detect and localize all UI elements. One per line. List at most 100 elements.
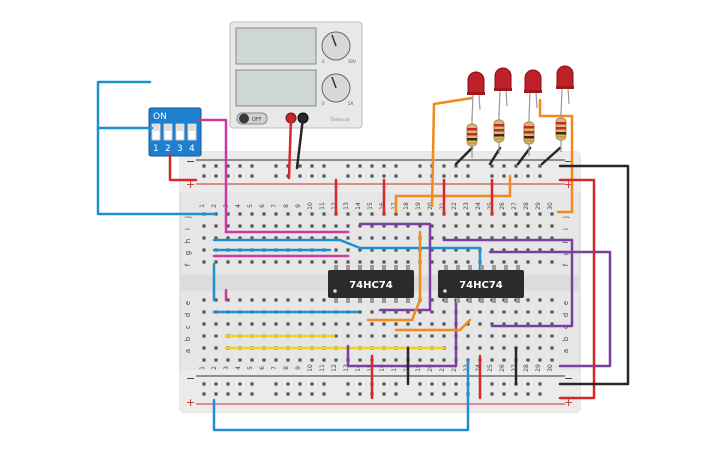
- voltage-max-mark: 30V: [348, 59, 356, 64]
- column-number-bottom: 29: [535, 364, 542, 372]
- wire-blue-dip-to-board[interactable]: [96, 126, 217, 216]
- row-letter-left: f: [184, 263, 192, 266]
- wire-black-led4[interactable]: [540, 146, 562, 166]
- row-letter-left: c: [184, 325, 192, 329]
- column-number-top: 10: [307, 202, 314, 210]
- chip-pin: [394, 265, 398, 271]
- chip-pin: [504, 265, 508, 271]
- voltage-display: [235, 27, 317, 65]
- resistor-2[interactable]: [493, 114, 505, 154]
- column-number-bottom: 13: [343, 364, 350, 372]
- dip-switch-number-1: 1: [153, 144, 159, 154]
- chip-pin: [346, 265, 350, 271]
- power-supply[interactable]: 0 30V 0 5A OFF Tinkercad: [229, 21, 363, 129]
- column-number-top: 26: [499, 202, 506, 210]
- chip-pin: [334, 265, 338, 271]
- chip-pin: [382, 297, 386, 303]
- led-2[interactable]: [494, 67, 512, 117]
- column-number-bottom: 16: [379, 364, 386, 372]
- column-number-top: 13: [343, 202, 350, 210]
- rail-plus-label-bottom-right: +: [564, 396, 573, 409]
- column-number-bottom: 20: [427, 364, 434, 372]
- column-number-top: 12: [331, 202, 338, 210]
- column-number-bottom: 30: [547, 364, 554, 372]
- chip-pin: [492, 297, 496, 303]
- wire-orange-lower[interactable]: [394, 318, 472, 332]
- wire-black-led1[interactable]: [454, 146, 474, 166]
- wire-purple-right-far[interactable]: [488, 250, 612, 368]
- ic-chip-2[interactable]: 74HC74: [438, 265, 524, 303]
- wire-supply-positive[interactable]: [287, 116, 293, 180]
- led-4[interactable]: [556, 65, 574, 115]
- chip-pin: [468, 297, 472, 303]
- column-number-bottom: 8: [283, 366, 290, 370]
- dip-lever[interactable]: [175, 123, 185, 141]
- wire-supply-negative[interactable]: [295, 116, 305, 170]
- column-number-top: 19: [415, 202, 422, 210]
- column-number-bottom: 5: [247, 366, 254, 370]
- chip-pin: [406, 297, 410, 303]
- wire-black-led2[interactable]: [488, 146, 502, 166]
- wire-red-rail-bridge[interactable]: [558, 178, 596, 400]
- wires[interactable]: [96, 80, 630, 432]
- wire-black-rail-bridge[interactable]: [558, 164, 630, 386]
- ic-chip-1[interactable]: 74HC74: [328, 265, 414, 303]
- wire-blue-dip-loop-top[interactable]: [96, 80, 154, 130]
- column-number-bottom: 11: [319, 364, 326, 372]
- column-number-bottom: 10: [307, 364, 314, 372]
- led-3[interactable]: [524, 69, 542, 119]
- resistor-3[interactable]: [523, 116, 535, 156]
- column-number-bottom: 24: [475, 364, 482, 372]
- column-number-bottom: 1: [199, 366, 206, 370]
- chip-pin: [444, 297, 448, 303]
- wire-purple-left[interactable]: [358, 222, 432, 312]
- wire-purple-bottom[interactable]: [346, 298, 458, 368]
- current-min-mark: 0: [322, 101, 325, 106]
- dip-switch[interactable]: ON 1 2 3 4: [148, 107, 202, 157]
- column-number-top: 6: [259, 204, 266, 208]
- chip-pin: [370, 297, 374, 303]
- column-number-bottom: 28: [523, 364, 530, 372]
- wire-magenta-dip[interactable]: [196, 118, 228, 234]
- column-number-bottom: 26: [499, 364, 506, 372]
- chip-pin: [456, 265, 460, 271]
- rail-minus-label-top: −: [186, 155, 195, 168]
- column-number-bottom: 17: [391, 364, 398, 372]
- wire-orange-led4[interactable]: [538, 98, 574, 214]
- column-number-top: 17: [391, 202, 398, 210]
- column-number-top: 14: [355, 202, 362, 210]
- chip-pin: [492, 265, 496, 271]
- dip-lever[interactable]: [151, 123, 161, 141]
- wire-red-dip-to-rail[interactable]: [168, 153, 198, 182]
- wire-blue-bottom-loop[interactable]: [212, 358, 470, 432]
- wire-purple-right-outer[interactable]: [442, 238, 574, 328]
- wire-orange-led1[interactable]: [430, 96, 474, 208]
- chip-pin: [358, 265, 362, 271]
- column-number-bottom: 27: [511, 364, 518, 372]
- chip-pin: [504, 297, 508, 303]
- led-array[interactable]: [466, 65, 574, 158]
- column-number-top: 24: [475, 202, 482, 210]
- resistor-4[interactable]: [555, 112, 567, 152]
- dip-switch-number-3: 3: [177, 144, 183, 154]
- column-number-top: 16: [379, 202, 386, 210]
- dip-lever[interactable]: [163, 123, 173, 141]
- wire-orange-led2[interactable]: [394, 174, 512, 214]
- column-number-top: 4: [235, 204, 242, 208]
- dip-lever[interactable]: [187, 123, 197, 141]
- resistor-1[interactable]: [466, 118, 478, 158]
- column-number-bottom: 7: [271, 366, 278, 370]
- column-number-bottom: 15: [367, 364, 374, 372]
- led-1[interactable]: [467, 71, 485, 121]
- column-number-bottom: 21: [439, 364, 446, 372]
- column-number-top: 20: [427, 202, 434, 210]
- wire-orange-middle[interactable]: [366, 230, 422, 322]
- row-letter-left: a: [184, 349, 192, 353]
- column-number-bottom: 22: [451, 364, 458, 372]
- row-letter-left: h: [184, 239, 192, 243]
- chip-pin: [346, 297, 350, 303]
- chip-pin: [382, 265, 386, 271]
- wire-black-led3[interactable]: [516, 146, 532, 166]
- chip-pin: [480, 265, 484, 271]
